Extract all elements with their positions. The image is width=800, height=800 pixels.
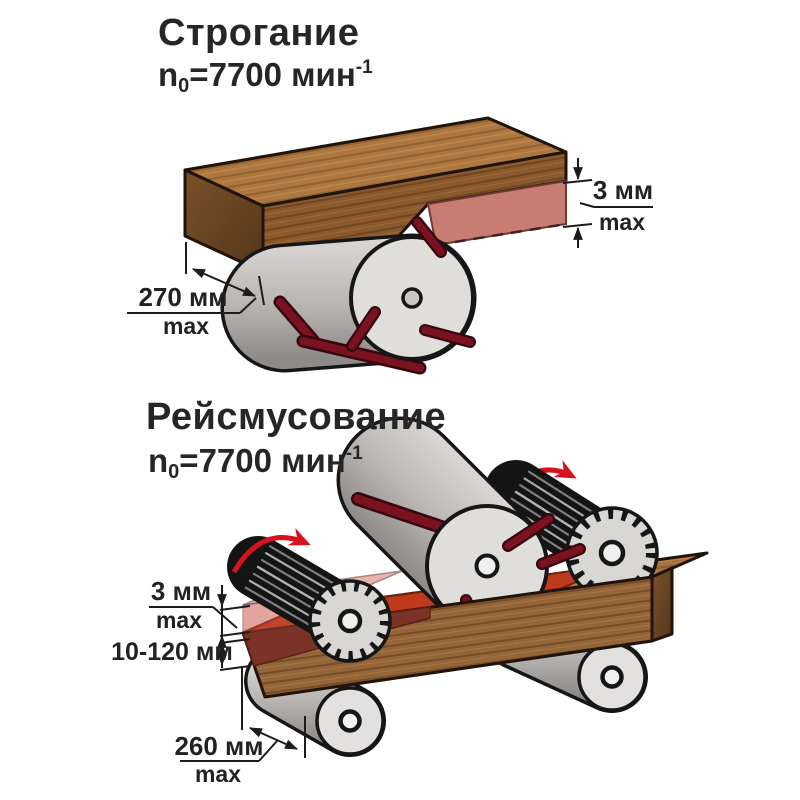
thicknessing-section-title: Рейсмусование: [146, 396, 447, 438]
planing-section-title: Строгание: [158, 12, 360, 54]
speed-exponent: -1: [345, 443, 363, 464]
thicknessing-depth-qualifier: max: [156, 607, 202, 633]
support-roller-right-hub: [600, 665, 624, 689]
chip-dashed-edge: [435, 222, 567, 247]
speed-subscript: 0: [168, 461, 180, 483]
board2-end-face: [650, 566, 674, 643]
feed-roller-left-hub: [337, 608, 363, 634]
feed-roller-right-hub: [598, 539, 626, 567]
feed-roller-left: [227, 536, 392, 663]
knife-blades: [346, 216, 476, 352]
feed-roller-right-gear-teeth: [567, 508, 657, 598]
support-roller-left-hub: [338, 709, 362, 733]
speed-var: n: [148, 442, 169, 479]
feed-roller-left-gear-teeth: [310, 581, 390, 661]
speed-subscript: 0: [178, 75, 190, 97]
speed-exponent: -1: [355, 57, 373, 78]
dimension-planing-width: [127, 242, 265, 314]
planing-depth-qualifier: max: [599, 209, 645, 235]
dimension-planing-depth: [562, 158, 653, 248]
thicknessing-width-qualifier: max: [195, 761, 241, 787]
knife-blade-side: [273, 295, 427, 375]
planing-spindle-speed: n0=7700 мин-1: [158, 56, 373, 98]
cutter-drum-hub: [474, 553, 500, 579]
board2-front-face: [241, 575, 654, 699]
planing-width-value: 270 мм: [138, 282, 227, 312]
speed-value: =7700 мин: [179, 442, 346, 479]
rotation-arrow-left-icon: [231, 528, 311, 574]
planing-depth-value: 3 мм: [593, 175, 653, 205]
speed-value: =7700 мин: [189, 56, 356, 93]
thicknessing-width-value: 260 мм: [174, 731, 263, 761]
dimension-thicknessing-width: [180, 666, 306, 762]
speed-var: n: [158, 56, 179, 93]
planing-width-qualifier: max: [163, 313, 209, 339]
cutter-head: [220, 216, 477, 375]
feed-roller-right: [484, 460, 659, 600]
cutter-hub: [401, 287, 423, 309]
thicknessing-thickness-value: 10-120 мм: [111, 638, 233, 666]
thicknessing-illustration: 3 мм max 10-120 мм 260 мм max: [111, 416, 709, 787]
thicknessing-spindle-speed: n0=7700 мин-1: [148, 442, 363, 484]
dimension-thicknessing-thickness: [217, 638, 251, 671]
thicknessing-depth-value: 3 мм: [151, 576, 211, 606]
planing-illustration: 3 мм max 270 мм max: [127, 116, 653, 375]
chip-layer: [426, 179, 567, 247]
